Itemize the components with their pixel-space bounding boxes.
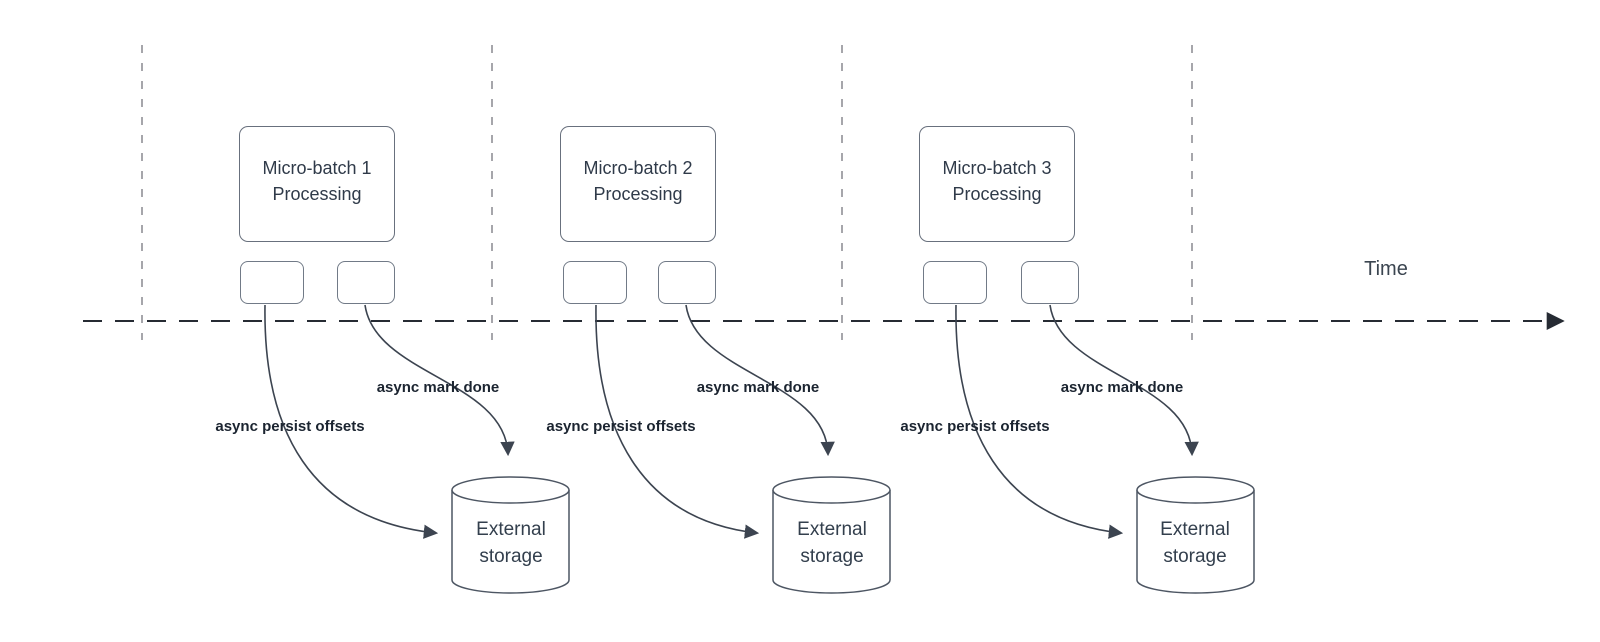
micro-batch-3-box: Micro-batch 3 Processing [919, 126, 1075, 242]
storage-cylinder-2 [772, 476, 891, 594]
mark-done-arrow-3 [1049, 304, 1199, 457]
persist-offsets-arrow-2 [595, 304, 760, 539]
micro-batch-2-markdone-task-box [658, 261, 716, 304]
time-axis-label: Time [1364, 258, 1408, 280]
mark-done-label-3: async mark done [1060, 379, 1184, 396]
persist-offsets-arrow-3 [955, 304, 1124, 539]
micro-batch-1-title: Micro-batch 1 [262, 158, 372, 178]
persist-offsets-label-2: async persist offsets [546, 418, 696, 435]
micro-batch-2-offset-task-box [563, 261, 627, 304]
micro-batch-3-offset-task-box [923, 261, 987, 304]
micro-batch-3-markdone-task-box [1021, 261, 1079, 304]
micro-batch-2-subtitle: Processing [593, 184, 683, 204]
micro-batch-3-title: Micro-batch 3 [942, 158, 1052, 178]
external-storage-label-2: External storage [797, 519, 867, 567]
mark-done-label-2: async mark done [696, 379, 820, 396]
micro-batch-2-title: Micro-batch 2 [583, 158, 693, 178]
micro-batch-3-subtitle: Processing [952, 184, 1042, 204]
persist-offsets-arrow-1 [264, 304, 439, 539]
micro-batch-1-markdone-task-box [337, 261, 395, 304]
mark-done-arrow-2 [685, 304, 835, 457]
external-storage-label-3: External storage [1160, 519, 1230, 567]
storage-cylinder-3 [1136, 476, 1255, 594]
persist-offsets-label-3: async persist offsets [900, 418, 1050, 435]
micro-batch-1-box: Micro-batch 1 Processing [239, 126, 395, 242]
micro-batch-2-box: Micro-batch 2 Processing [560, 126, 716, 242]
persist-offsets-label-1: async persist offsets [215, 418, 365, 435]
storage-cylinder-1 [451, 476, 570, 594]
micro-batch-1-offset-task-box [240, 261, 304, 304]
external-storage-label-1: External storage [476, 519, 546, 567]
micro-batch-1-subtitle: Processing [272, 184, 362, 204]
mark-done-arrow-1 [364, 304, 515, 457]
mark-done-label-1: async mark done [376, 379, 500, 396]
